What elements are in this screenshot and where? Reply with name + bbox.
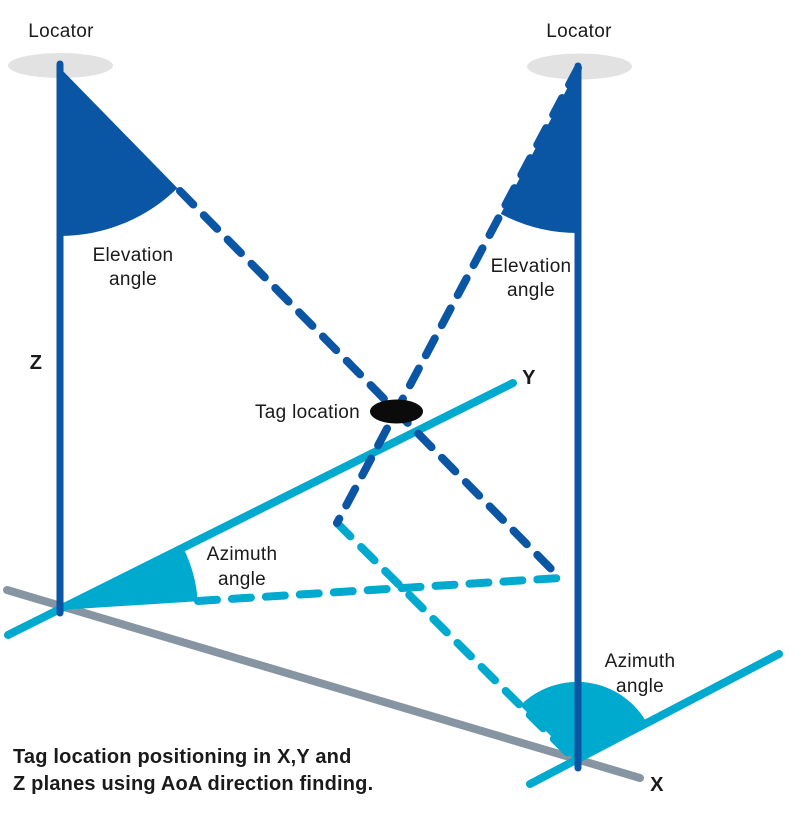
right-floor-axis-line — [526, 650, 783, 788]
x-axis-label: X — [650, 774, 664, 796]
azimuth-wedge-left — [60, 548, 198, 610]
caption-line-1: Tag location positioning in X,Y and — [13, 746, 351, 768]
x-axis-line — [3, 586, 644, 782]
azimuth-angle-left-label-line2: angle — [218, 569, 266, 590]
locator-left-label: Locator — [28, 21, 94, 42]
elevation-angle-right-label-line2: angle — [507, 280, 555, 301]
elevation-angle-left-label-line2: angle — [109, 269, 157, 290]
elevation-angle-right-label-line1: Elevation — [491, 256, 572, 277]
tag-ellipse — [370, 399, 423, 424]
azimuth-angle-right-label-line2: angle — [616, 676, 664, 697]
azimuth-projection-left — [194, 574, 564, 605]
signal-ray-left — [176, 187, 564, 582]
y-axis-label: Y — [522, 367, 536, 389]
caption-line-2: Z planes using AoA direction finding. — [13, 773, 373, 795]
y-axis-line — [4, 379, 517, 639]
z-axis-label: Z — [30, 352, 43, 374]
azimuth-angle-left-label-line1: Azimuth — [207, 544, 278, 565]
tag-location-label: Tag location — [255, 402, 360, 423]
elevation-angle-left-label-line1: Elevation — [93, 245, 174, 266]
azimuth-wedge-right — [520, 681, 648, 762]
locator-right-label: Locator — [546, 21, 612, 42]
signal-ray-right — [333, 64, 582, 527]
elevation-wedge-left — [60, 68, 178, 236]
azimuth-projection-right — [333, 519, 581, 766]
azimuth-angle-right-label-line1: Azimuth — [605, 651, 676, 672]
elevation-wedge-right — [500, 68, 578, 234]
